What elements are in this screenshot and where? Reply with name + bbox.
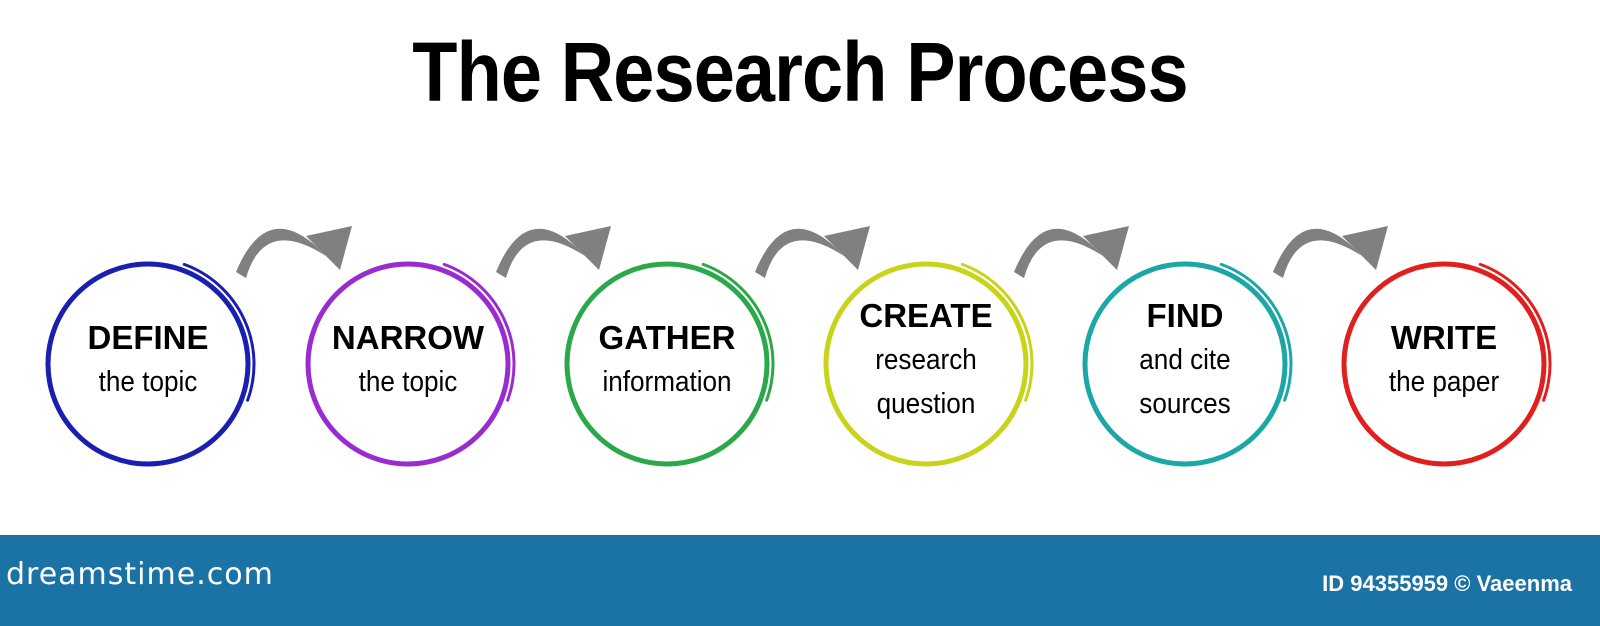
step-description: and cite [1139, 344, 1231, 376]
step-heading: CREATE [859, 297, 993, 334]
process-diagram [45, 226, 1552, 467]
step-circle-stroke-create [960, 262, 1034, 402]
step-description: research [875, 344, 977, 376]
step-description: question [876, 388, 976, 420]
arrow-icon [1014, 226, 1129, 278]
step-description: information [602, 366, 732, 398]
step-heading: WRITE [1390, 319, 1498, 356]
arrow-icon [236, 226, 352, 278]
step-description: sources [1139, 388, 1231, 420]
diagram-title: The Research Process [412, 25, 1188, 119]
arrow-icon [496, 226, 611, 278]
step-heading: GATHER [598, 319, 736, 356]
arrow-icon [755, 226, 870, 278]
step-circle-create [823, 261, 1029, 467]
step-description: the topic [358, 366, 458, 398]
step-description: the topic [98, 366, 198, 398]
step-find: FIND and cite sources [1075, 294, 1295, 426]
step-circle-define [45, 261, 251, 467]
step-circle-write [1341, 261, 1547, 467]
step-create: CREATE research question [816, 294, 1036, 426]
step-description: the paper [1388, 366, 1500, 398]
step-heading: NARROW [331, 319, 485, 356]
step-circle-gather [564, 261, 770, 467]
step-circle-stroke-define [182, 262, 256, 402]
step-circle-stroke-write [1478, 262, 1552, 402]
step-write: WRITE the paper [1334, 316, 1554, 404]
step-heading: DEFINE [87, 319, 209, 356]
dreamstime-logo: dreamstime.com [6, 557, 274, 592]
step-circle-stroke-find [1219, 262, 1293, 402]
step-circle-narrow [305, 261, 511, 467]
step-circle-find [1082, 261, 1288, 467]
step-define: DEFINE the topic [38, 316, 258, 404]
image-credit: ID 94355959 © Vaeenma [1322, 571, 1572, 596]
watermark-footer: dreamstime.com ID 94355959 © Vaeenma [0, 535, 1600, 626]
step-circle-stroke-narrow [442, 262, 516, 402]
step-narrow: NARROW the topic [298, 316, 518, 404]
arrow-icon [1273, 226, 1388, 278]
step-heading: FIND [1146, 297, 1224, 334]
step-circle-stroke-gather [701, 262, 775, 402]
step-gather: GATHER information [557, 316, 777, 404]
